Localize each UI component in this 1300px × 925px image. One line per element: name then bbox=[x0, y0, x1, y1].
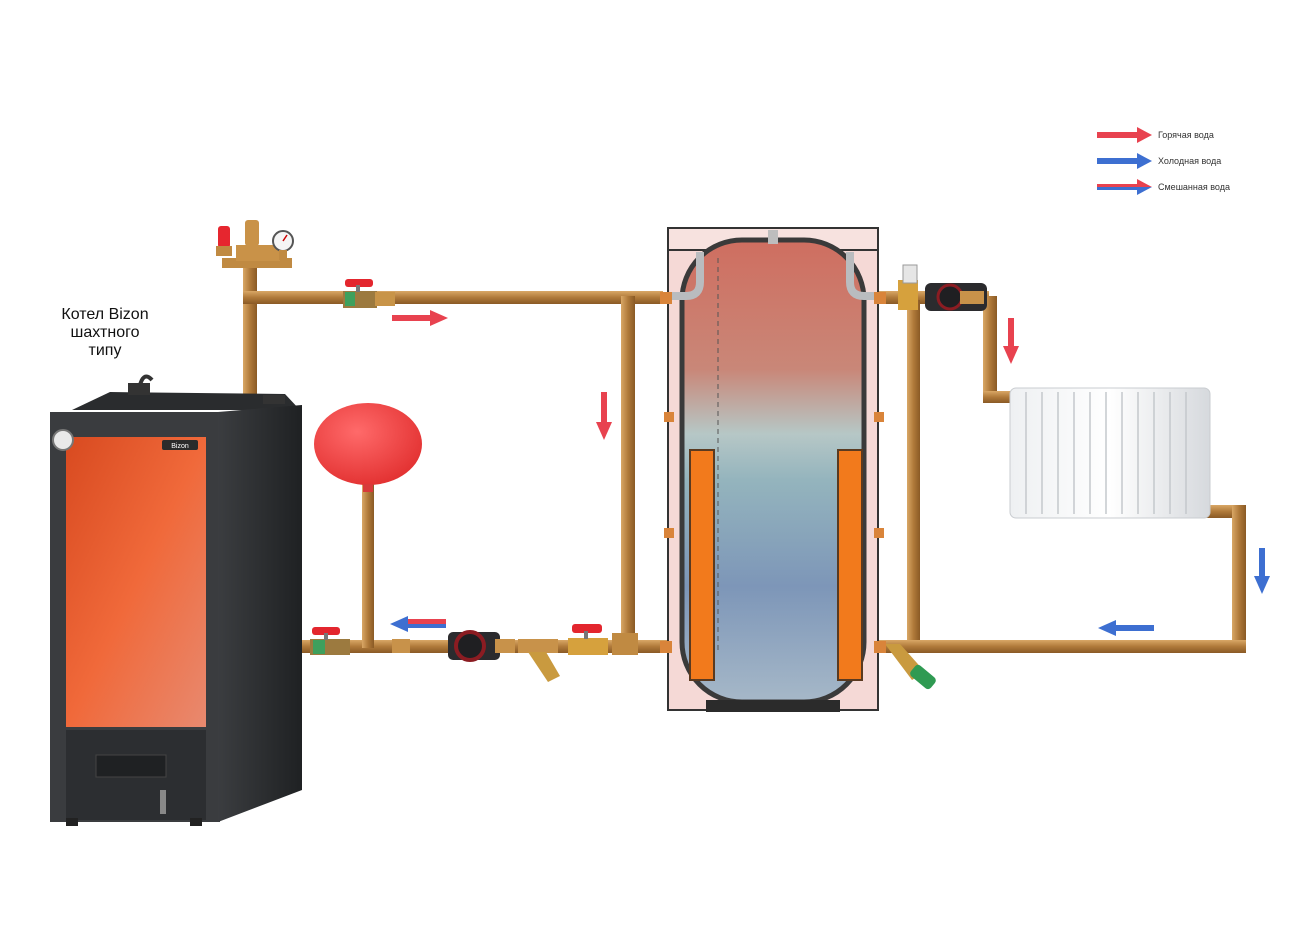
boiler-title-line3: типу bbox=[88, 342, 122, 359]
legend-label-cold: Холодная вода bbox=[1158, 156, 1221, 166]
radiator-body bbox=[1009, 387, 1211, 519]
pipe-right-vertical bbox=[907, 300, 920, 650]
thermostatic-valve bbox=[898, 264, 918, 310]
flow-arrow-hot-down-radiator bbox=[1003, 318, 1019, 364]
legend-arrows bbox=[1097, 127, 1152, 195]
drain-valve bbox=[885, 644, 936, 690]
pipe-bypass-vertical bbox=[621, 296, 635, 648]
drain-valve-icon bbox=[910, 664, 936, 690]
strainer-filter bbox=[518, 639, 560, 682]
safety-valve-icon bbox=[218, 226, 230, 248]
valve-handle-icon bbox=[572, 624, 602, 633]
ball-valve-bottom-left bbox=[310, 627, 350, 655]
pipe-radiator-return-v bbox=[1232, 505, 1246, 653]
valve-handle-icon bbox=[345, 279, 373, 287]
pipe-radiator-feed bbox=[983, 296, 997, 396]
legend-arrow-cold-icon bbox=[1097, 153, 1152, 169]
radiator bbox=[1009, 387, 1211, 519]
boiler-title-line2: шахтного bbox=[70, 324, 140, 341]
boiler-door bbox=[66, 437, 206, 727]
legend-label-hot: Горячая вода bbox=[1158, 130, 1214, 140]
pump-icon bbox=[454, 630, 486, 662]
pipe-radiator-feed-h bbox=[983, 391, 1013, 403]
flow-arrows bbox=[390, 310, 1270, 636]
pipe-supply-top bbox=[243, 291, 663, 304]
pipe-return-right bbox=[877, 640, 1246, 653]
boiler-side-panel bbox=[218, 405, 302, 822]
expansion-tank bbox=[314, 403, 422, 492]
air-vent-icon bbox=[245, 220, 259, 246]
legend-arrow-mixed-icon bbox=[1097, 179, 1152, 195]
heat-exchanger-right bbox=[837, 449, 863, 681]
expansion-tank-icon bbox=[314, 403, 422, 485]
flow-arrow-cold-left bbox=[1098, 620, 1154, 636]
flow-arrow-hot-down bbox=[596, 392, 612, 440]
buffer-tank bbox=[660, 227, 886, 712]
ball-valve-top bbox=[343, 279, 395, 308]
circulation-pump-bottom bbox=[448, 630, 515, 662]
valve-handle-icon bbox=[312, 627, 340, 635]
boiler-thermometer-icon bbox=[52, 429, 74, 451]
flow-arrow-cold-down bbox=[1254, 548, 1270, 594]
circulation-pump-right bbox=[925, 283, 987, 311]
pipe-boiler-riser bbox=[243, 260, 257, 400]
pump-icon bbox=[936, 283, 964, 311]
boiler-title: Котел Bizon шахтного типу bbox=[40, 306, 170, 360]
heat-exchanger-left bbox=[689, 449, 715, 681]
flow-arrow-hot-right bbox=[392, 310, 448, 326]
flow-arrow-mixed-left bbox=[390, 616, 446, 632]
pipe-expansion-stem bbox=[362, 478, 374, 648]
legend-arrow-hot-icon bbox=[1097, 127, 1152, 143]
ball-valve-bottom-middle bbox=[568, 624, 608, 655]
legend-label-mixed: Смешанная вода bbox=[1158, 182, 1230, 192]
fittings bbox=[310, 264, 987, 690]
safety-group bbox=[216, 220, 294, 268]
check-valve bbox=[612, 633, 638, 655]
boiler-brand-label: Bizon bbox=[171, 443, 189, 450]
boiler: Bizon bbox=[50, 374, 302, 826]
boiler-title-line1: Котел Bizon bbox=[61, 306, 149, 323]
